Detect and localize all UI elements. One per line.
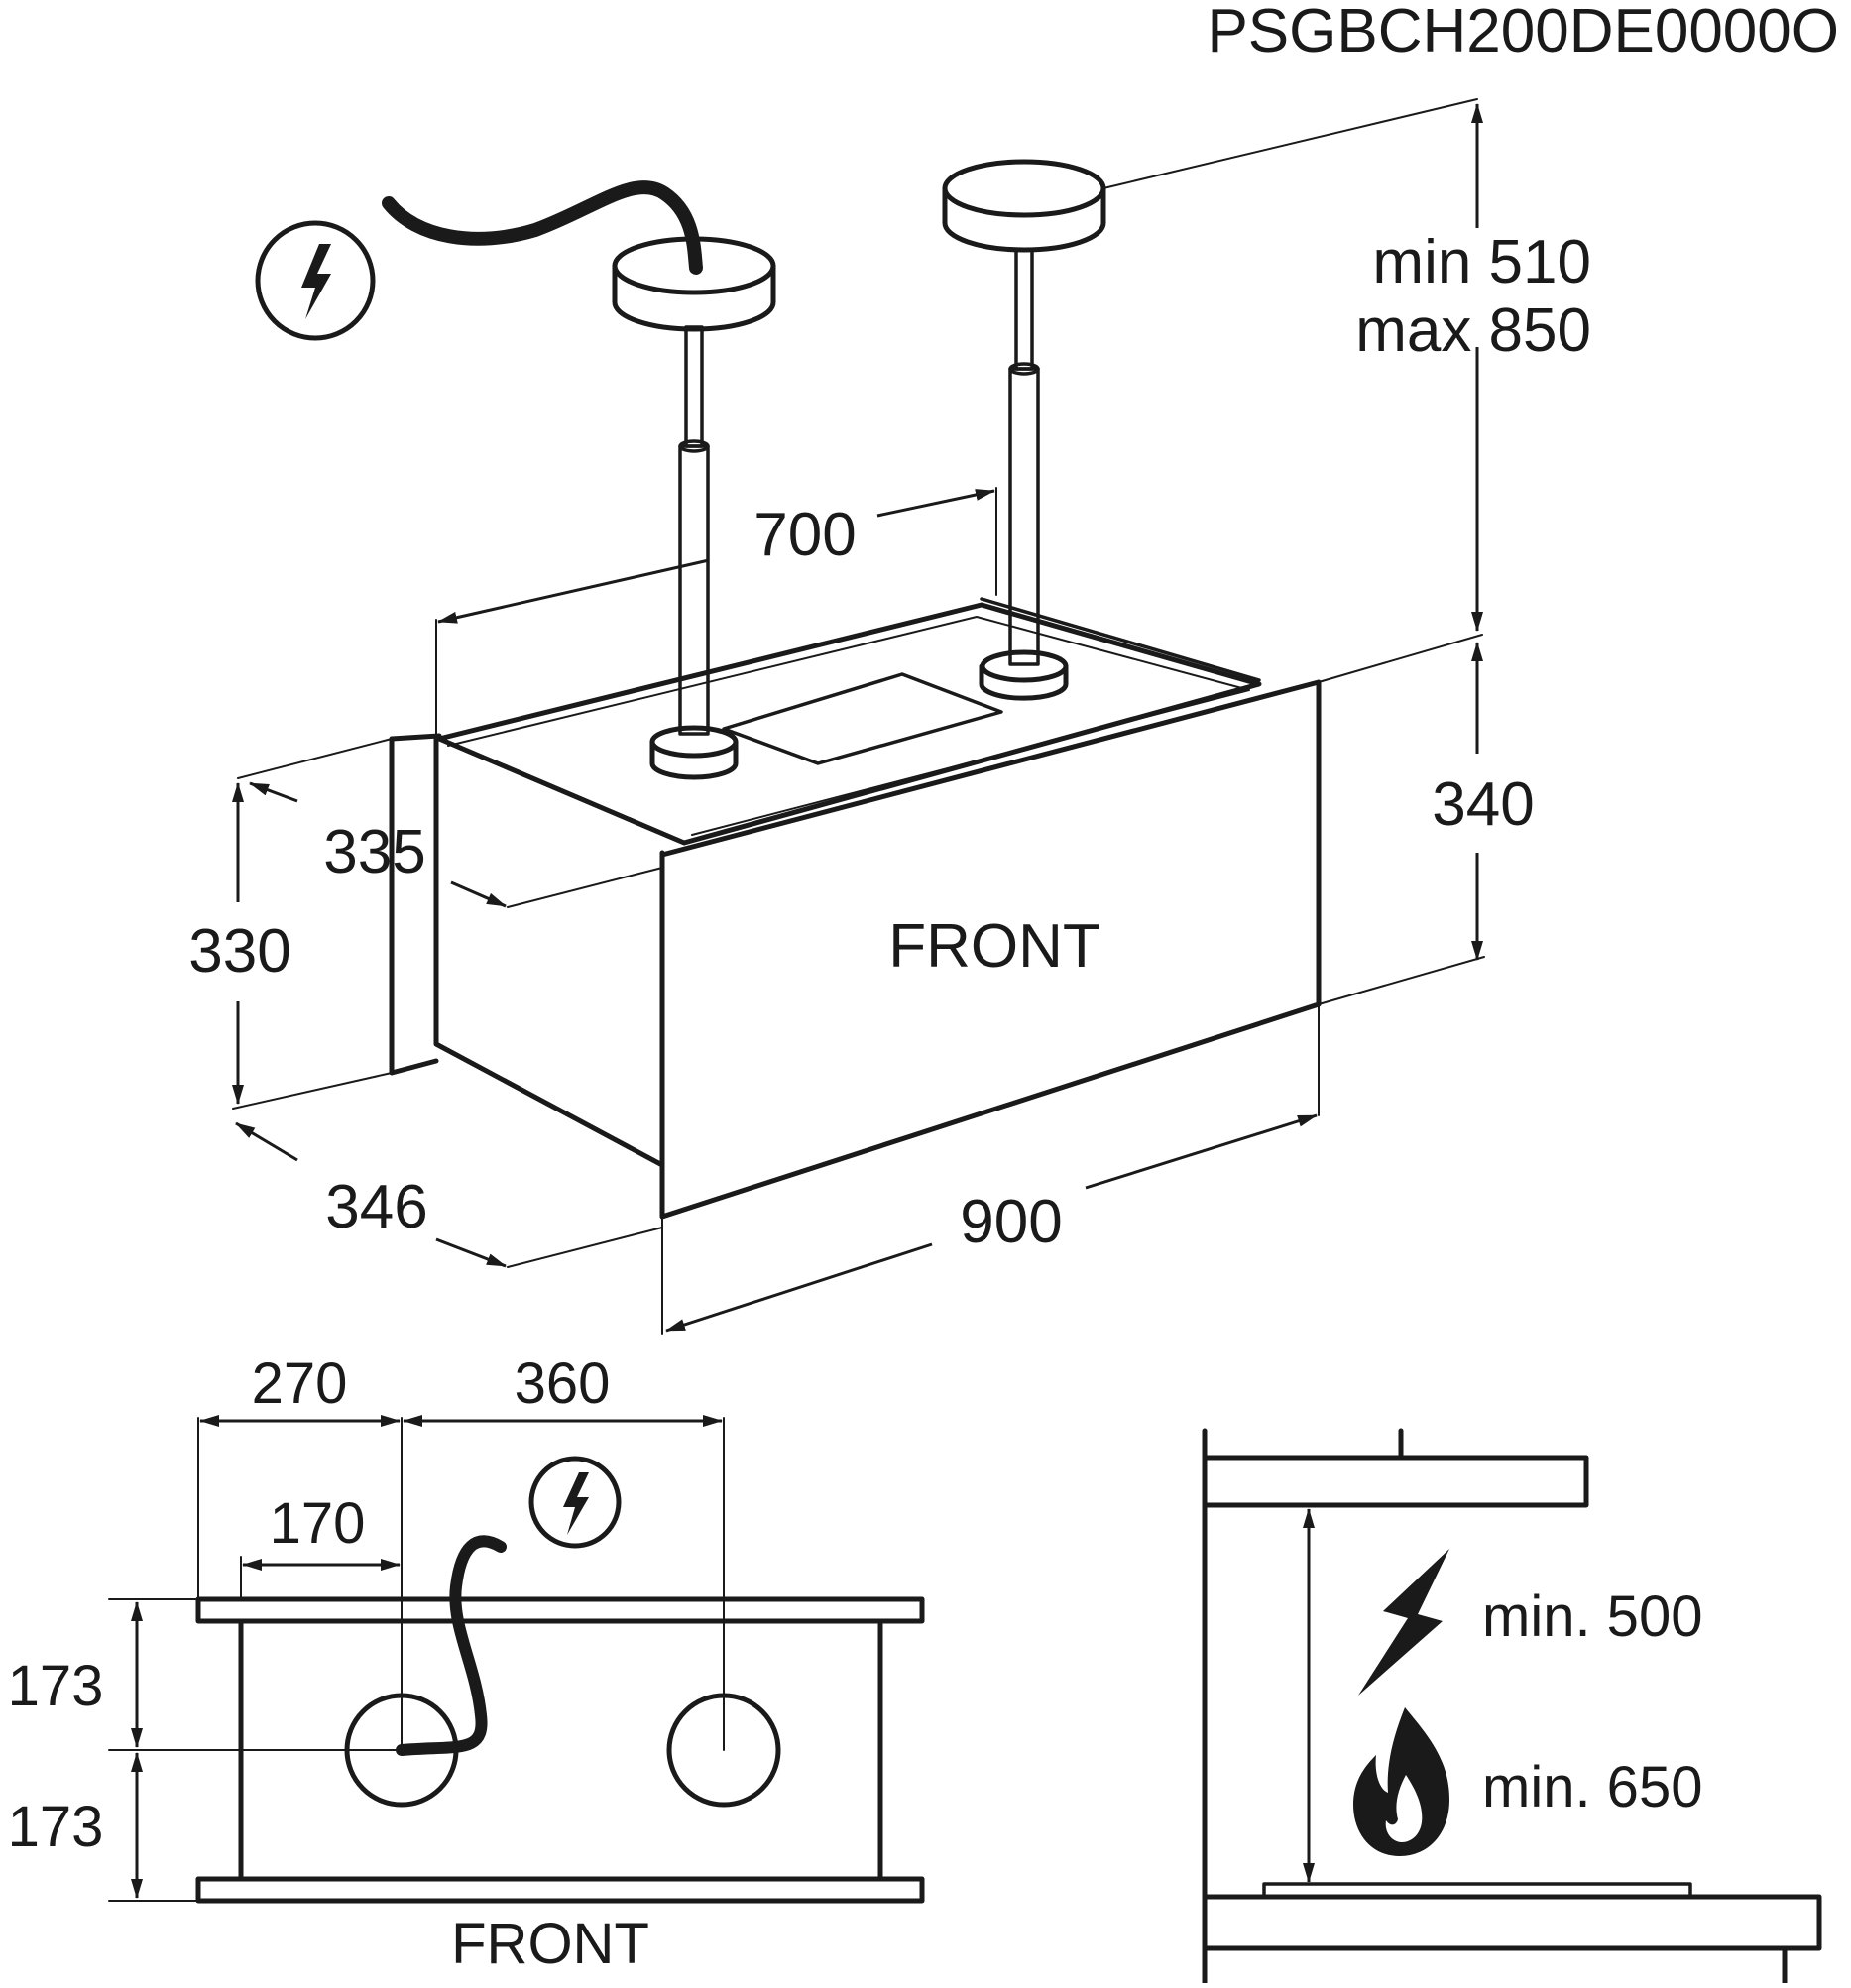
depth-top-label: 335	[323, 818, 425, 886]
plan-pipe-spacing-label: 360	[515, 1351, 611, 1416]
electric-min-label: min. 500	[1482, 1584, 1702, 1649]
plan-view: 270 360 170 173 173 FRONT	[8, 1351, 925, 1976]
height-min-label: min 510	[1372, 228, 1591, 296]
height-range-dimension	[1102, 98, 1483, 683]
body-height-left-dimension	[232, 738, 393, 1110]
depth-lower-label: 173	[8, 1795, 104, 1859]
ceiling-mount-left	[612, 236, 776, 332]
body-height-left-label: 330	[188, 917, 290, 986]
hood-body	[389, 597, 1322, 1220]
electric-warning-icon	[528, 1456, 622, 1549]
depth-upper-label: 173	[8, 1654, 104, 1718]
offset-left-label: 270	[252, 1351, 348, 1416]
electric-warning-icon	[255, 220, 376, 341]
body-height-right-label: 340	[1432, 770, 1534, 839]
lightning-bolt-icon	[1358, 1549, 1449, 1696]
hood-profile	[1202, 1455, 1589, 1508]
clearance-view: min. 500 min. 650	[1202, 1428, 1822, 1986]
cable-offset-label: 170	[270, 1491, 366, 1556]
flame-icon	[1353, 1707, 1449, 1856]
width-dimension	[661, 1003, 1320, 1335]
cable-offset-dimension	[240, 1556, 401, 1600]
front-label: FRONT	[888, 912, 1100, 981]
plan-front-label: FRONT	[451, 1912, 649, 1976]
width-label: 900	[960, 1188, 1062, 1256]
hob-profile	[1202, 1894, 1822, 1951]
pipe-spacing-label: 700	[753, 501, 856, 569]
depth-bottom-dimension	[235, 1121, 663, 1268]
gas-min-label: min. 650	[1482, 1755, 1702, 1819]
support-rod-right	[979, 248, 1069, 701]
depth-top-dimension	[249, 781, 663, 908]
height-max-label: max 850	[1355, 296, 1591, 365]
rear-rail	[195, 1596, 925, 1624]
front-rail	[195, 1876, 925, 1904]
ceiling-mount-right	[942, 159, 1106, 253]
iso-view: FRONT min 510 max 850 340 700	[188, 98, 1591, 1335]
pipe-spacing-dimension	[435, 487, 997, 740]
support-rod-left	[649, 325, 739, 780]
plan-power-cable	[396, 1535, 507, 1756]
depth-bottom-label: 346	[325, 1173, 427, 1241]
body-height-right-dimension	[1318, 642, 1485, 1005]
model-code: PSGBCH200DE0000O	[1207, 0, 1839, 65]
